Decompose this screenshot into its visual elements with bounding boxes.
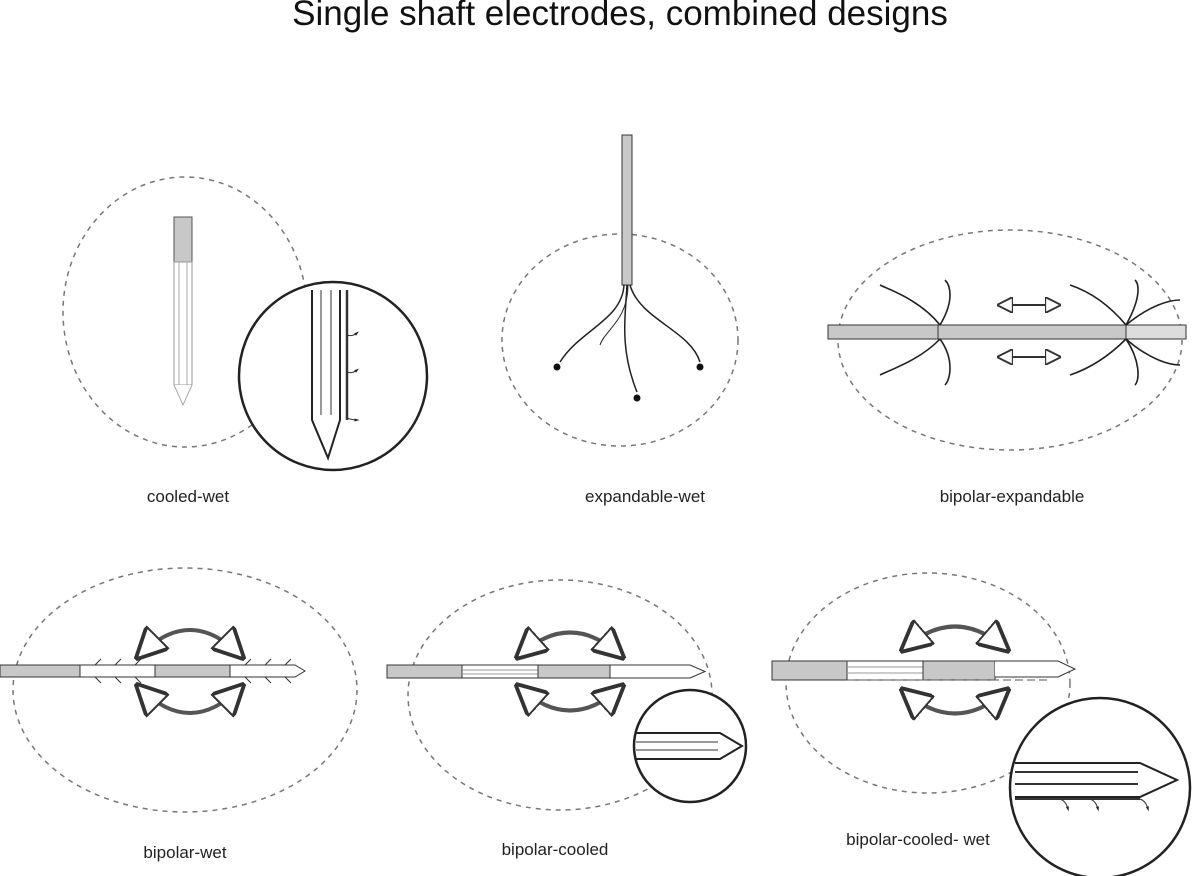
panel-bipolar-wet — [0, 567, 358, 813]
panel-expandable-wet — [501, 134, 739, 447]
zoom-circle — [237, 280, 429, 472]
label-expandable-wet: expandable-wet — [584, 487, 706, 506]
label-bipolar-cooled-wet: bipolar-cooled- wet — [846, 830, 990, 849]
panel-bipolar-cooled — [386, 579, 748, 811]
panel-bipolar-cooled-wet — [771, 572, 1192, 876]
label-bipolar-wet: bipolar-wet — [143, 843, 227, 862]
panel-bipolar-expandable — [827, 229, 1187, 451]
panel-cooled-wet — [62, 176, 429, 472]
label-bipolar-cooled: bipolar-cooled — [501, 840, 609, 859]
label-cooled-wet: cooled-wet — [146, 487, 230, 506]
diagram-title: Single shaft electrodes, combined design… — [292, 0, 948, 33]
label-bipolar-expandable: bipolar-expandable — [939, 487, 1085, 506]
